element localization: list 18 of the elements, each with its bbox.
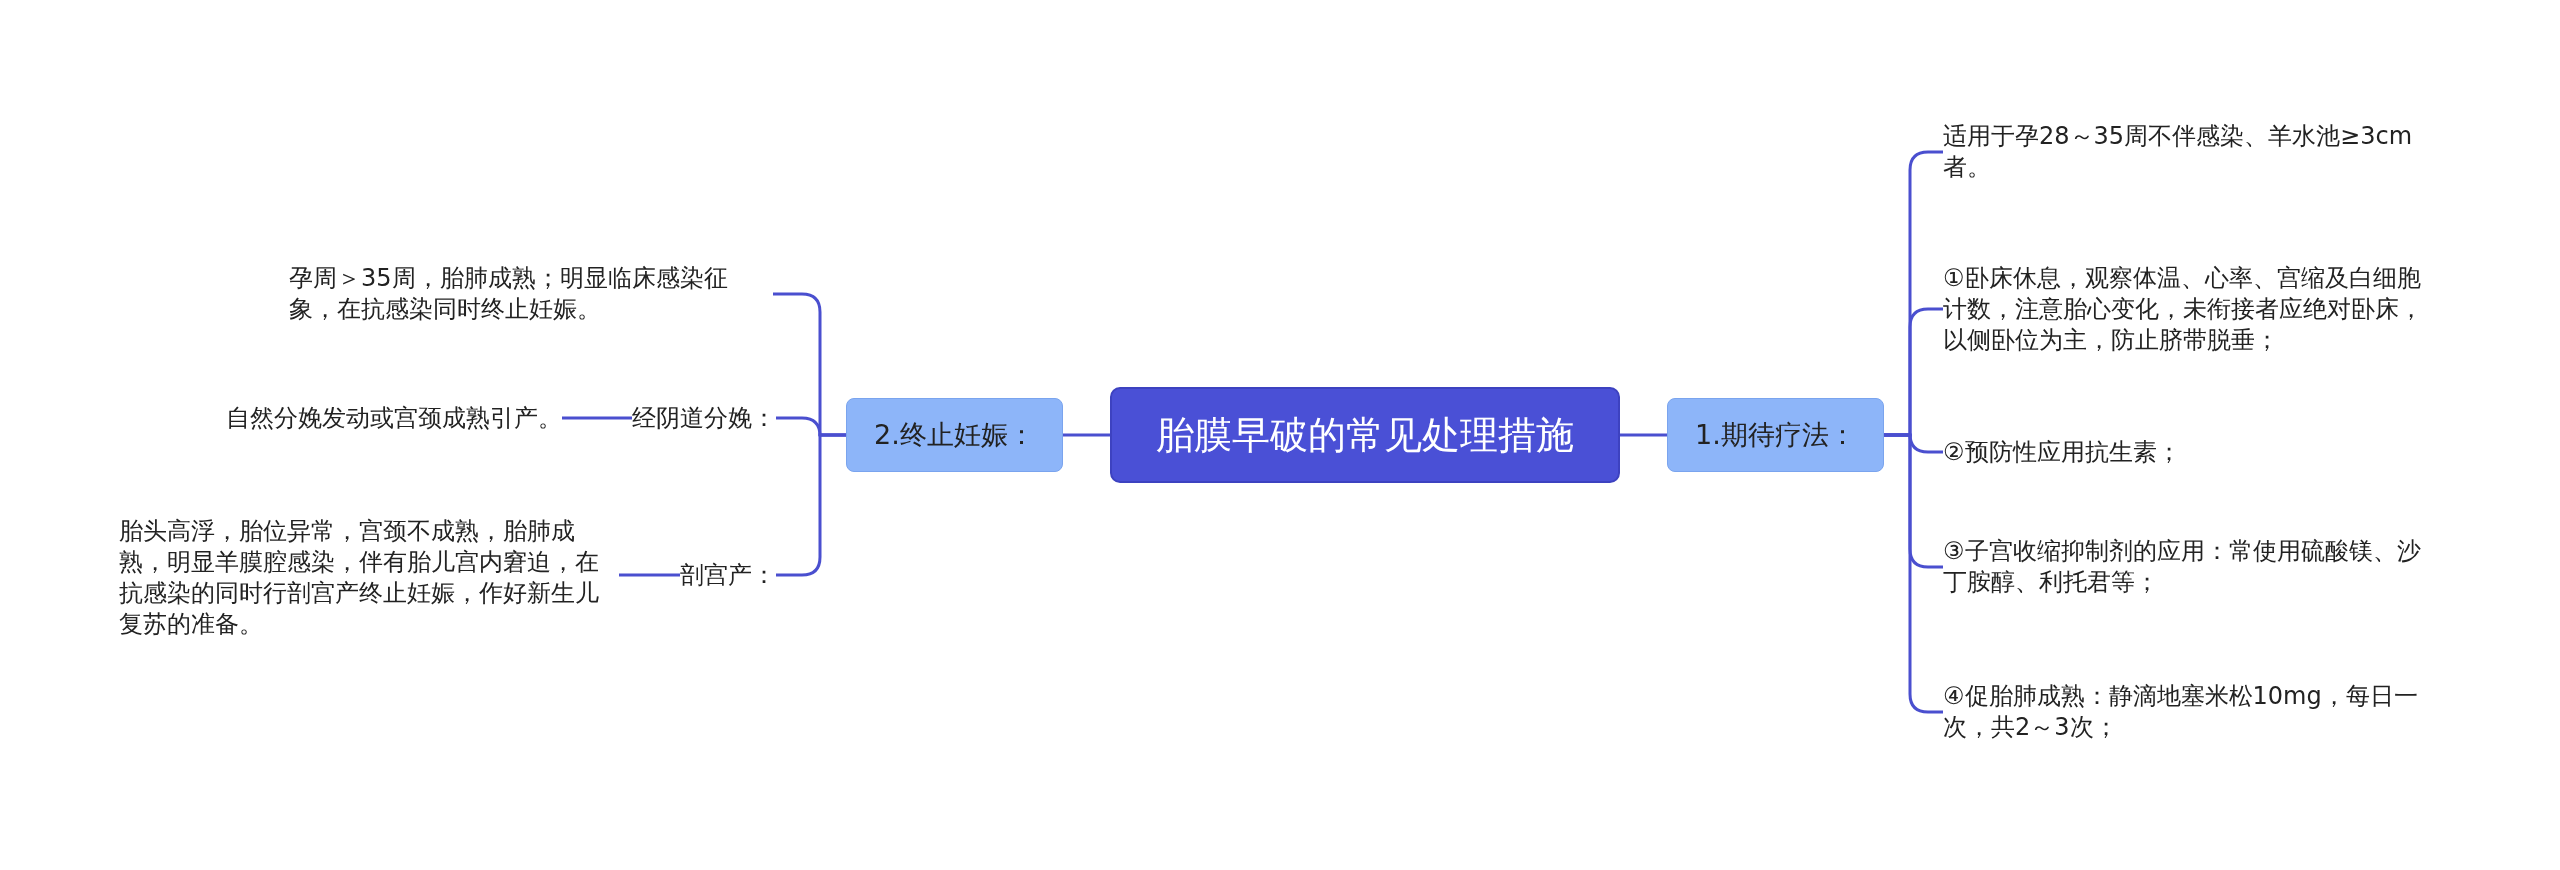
branch-topic-box: 2.终止妊娠： bbox=[846, 398, 1063, 472]
note-text: 孕周＞35周，胎肺成熟；明显临床感染征象，在抗感染同时终止妊娠。 bbox=[289, 263, 773, 325]
central-topic-box: 胎膜早破的常见处理措施 bbox=[1110, 387, 1620, 483]
subtopic-text: 剖宫产： bbox=[680, 559, 776, 591]
connector-line bbox=[562, 416, 632, 420]
note-text: ②预防性应用抗生素； bbox=[1943, 436, 2427, 468]
note-text: 适用于孕28～35周不伴感染、羊水池≥3cm者。 bbox=[1943, 121, 2427, 183]
connector-line bbox=[776, 433, 846, 577]
connector-line bbox=[1063, 433, 1110, 437]
subtopic-text: 经阴道分娩： bbox=[632, 402, 776, 434]
branch-topic-box: 1.期待疗法： bbox=[1667, 398, 1884, 472]
note-text: ①卧床休息，观察体温、心率、宫缩及白细胞计数，注意胎心变化，未衔接者应绝对卧床，以侧卧位为主，防止脐带脱垂； bbox=[1943, 262, 2427, 356]
note-text: ③子宫收缩抑制剂的应用：常使用硫酸镁、沙丁胺醇、利托君等； bbox=[1943, 536, 2427, 598]
connector-line bbox=[619, 573, 680, 577]
connector-line bbox=[1620, 433, 1667, 437]
note-text: 胎头高浮，胎位异常，宫颈不成熟，胎肺成熟，明显羊膜腔感染，伴有胎儿宫内窘迫，在抗感染的同时行剖宫产终止妊娠，作好新生儿复苏的准备。 bbox=[119, 516, 619, 640]
note-text: ④促胎肺成熟：静滴地塞米松10mg，每日一次，共2～3次； bbox=[1943, 681, 2427, 743]
subtopic-text: 自然分娩发动或宫颈成熟引产。 bbox=[226, 402, 562, 434]
